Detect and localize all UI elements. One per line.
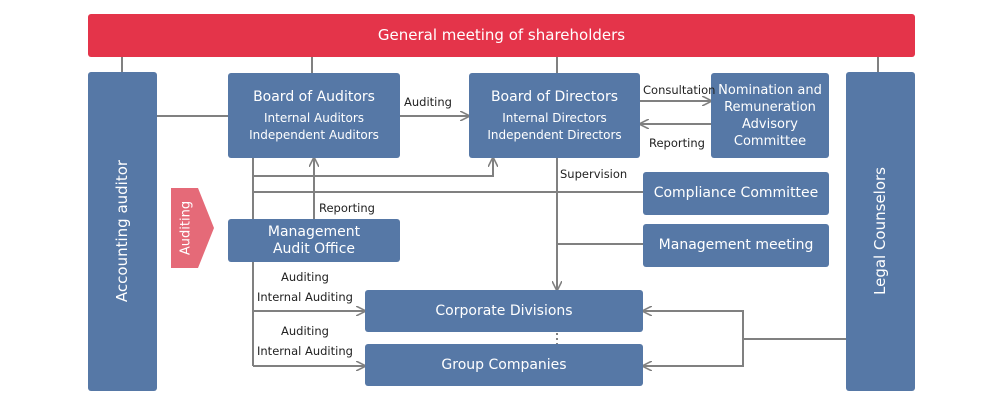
management-audit-office: Management Audit Office [228,219,400,262]
auditing-arrow-shape [171,188,214,268]
corporate-divisions: Corporate Divisions [365,290,643,332]
audit-office-line1: Management [267,223,361,240]
label-supervision: Supervision [560,167,628,181]
compliance-committee-label: Compliance Committee [653,185,819,201]
auditing-arrow-label: Auditing [178,200,194,256]
accounting-auditor [88,72,157,391]
label-auditing-corporate-1: Auditing [281,270,329,284]
board-of-directors-title: Board of Directors [490,88,619,105]
accounting-auditor-label: Accounting auditor [113,159,131,303]
arrow-legal-group [643,339,744,366]
arrow-legal-corporate [643,311,744,339]
group-companies-label: Group Companies [441,356,567,373]
label-auditing: Auditing [404,95,452,109]
board-of-auditors-line2: Independent Auditors [249,127,379,142]
nomination-committee: Nomination and Remuneration Advisory Com… [711,73,829,158]
corporate-divisions-label: Corporate Divisions [435,302,573,319]
legal-counselors [846,72,915,391]
board-of-directors: Board of Directors Internal Directors In… [469,73,640,158]
label-auditing-group-1: Auditing [281,324,329,338]
management-meeting: Management meeting [643,224,829,267]
shareholders-meeting-label: General meeting of shareholders [377,26,626,44]
nomination-line2: Remuneration [724,99,816,115]
label-auditing-group-2: Internal Auditing [257,344,353,358]
label-reporting-mid: Reporting [319,201,375,215]
label-auditing-corporate-2: Internal Auditing [257,290,353,304]
board-of-auditors: Board of Auditors Internal Auditors Inde… [228,73,400,158]
group-companies: Group Companies [365,344,643,386]
label-consultation: Consultation [643,83,716,97]
board-of-auditors-title: Board of Auditors [253,88,375,105]
board-of-directors-line1: Internal Directors [502,110,607,125]
audit-office-line2: Audit Office [272,240,356,257]
compliance-committee: Compliance Committee [643,172,829,215]
nomination-line1: Nomination and [718,82,822,98]
label-reporting-right: Reporting [649,136,705,150]
board-of-auditors-line1: Internal Auditors [263,110,365,125]
shareholders-meeting: General meeting of shareholders [88,14,915,57]
nomination-line4: Committee [733,133,807,149]
board-of-directors-line2: Independent Directors [487,127,622,142]
legal-counselors-label: Legal Counselors [871,166,889,296]
management-meeting-label: Management meeting [658,237,814,253]
arrow-to-directors [253,158,493,177]
nomination-line3: Advisory [742,116,798,132]
